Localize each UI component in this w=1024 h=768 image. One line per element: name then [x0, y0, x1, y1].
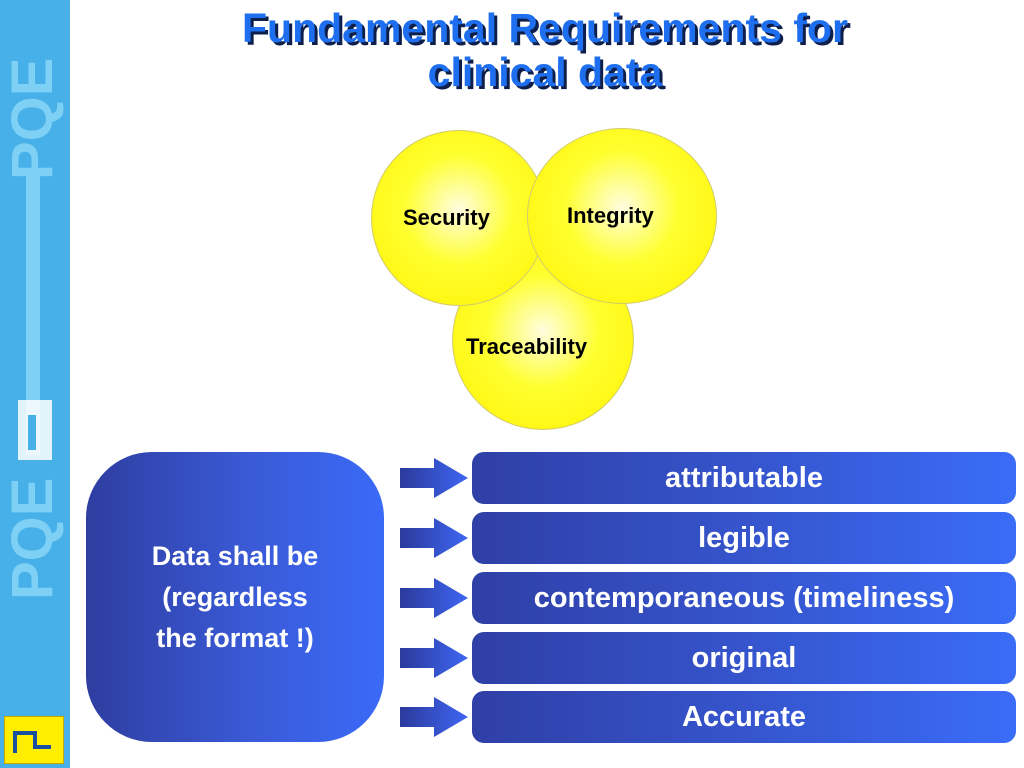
traceability-label: Traceability	[466, 334, 588, 359]
data-box-text: Data shall be (regardless the format !)	[152, 536, 319, 659]
data-box-line-1: Data shall be	[151, 540, 319, 571]
pqe-logo-icon	[4, 716, 64, 764]
integrity-label: Integrity	[567, 203, 654, 228]
data-box-line-2: (regardless	[162, 581, 308, 612]
requirement-original: original	[472, 632, 1016, 684]
requirement-contemporaneous: contemporaneous (timeliness)	[472, 572, 1016, 624]
requirement-legible: legible	[472, 512, 1016, 564]
strip-logo-text-top: PQE	[2, 58, 65, 181]
title-line-2: clinical data	[427, 49, 663, 95]
requirement-accurate: Accurate	[472, 691, 1016, 743]
strip-logo-text: PQE	[2, 478, 65, 601]
arrow-right-icon	[400, 638, 468, 678]
data-requirement-box: Data shall be (regardless the format !)	[86, 452, 384, 742]
page-title: Fundamental Requirements for clinical da…	[130, 6, 960, 94]
security-label: Security	[403, 205, 490, 230]
arrow-right-icon	[400, 458, 468, 498]
data-box-line-3: the format !)	[156, 622, 314, 653]
requirement-attributable: attributable	[472, 452, 1016, 504]
arrow-right-icon	[400, 578, 468, 618]
integrity-circle	[527, 128, 717, 304]
pqe-vertical-logo: PQE PQE	[2, 58, 65, 601]
arrow-right-icon	[400, 518, 468, 558]
arrow-right-icon	[400, 697, 468, 737]
left-brand-strip: PQE PQE	[0, 0, 70, 768]
strip-bar	[26, 175, 40, 455]
title-line-1: Fundamental Requirements for	[242, 5, 848, 51]
